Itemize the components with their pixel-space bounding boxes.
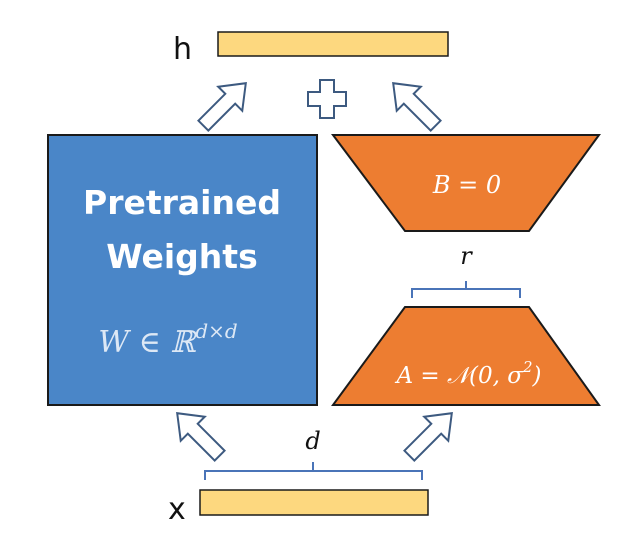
- matrix-b-formula: B = 0: [432, 171, 501, 199]
- matrix-b-trapezoid: [331, 134, 601, 232]
- matrix-a-formula-close: ): [532, 363, 542, 389]
- pretrained-weights-block: [47, 134, 318, 406]
- matrix-a-formula-superscript: 2: [522, 358, 533, 376]
- output-vector-h: [217, 31, 449, 57]
- pretrained-title-line2: Weights: [106, 237, 257, 276]
- matrix-a-formula-base: A = 𝒩(0, σ: [395, 363, 525, 389]
- rank-brace: [411, 281, 521, 298]
- hollow-arrow-icon-in-right: [403, 412, 453, 462]
- hollow-arrow-icon-up-right: [392, 82, 442, 132]
- pretrained-title-line1: Pretrained: [83, 183, 281, 222]
- matrix-a-formula: A = 𝒩(0, σ2): [395, 358, 542, 389]
- dimension-label-d: d: [305, 427, 320, 455]
- input-label: x: [168, 492, 186, 527]
- matrix-a-trapezoid: [331, 306, 601, 406]
- dimension-brace: [204, 462, 423, 480]
- pretrained-formula-base: W ∈ ℝ: [98, 325, 197, 360]
- input-vector-x: [199, 489, 429, 516]
- pretrained-formula: W ∈ ℝd×d: [98, 319, 237, 360]
- hollow-arrow-icon-in-left: [176, 412, 226, 462]
- rank-label-r: r: [460, 242, 473, 270]
- pretrained-formula-superscript: d×d: [195, 319, 237, 343]
- output-label: h: [173, 32, 192, 67]
- plus-icon: [307, 79, 347, 119]
- hollow-arrow-icon-up-left: [197, 82, 247, 132]
